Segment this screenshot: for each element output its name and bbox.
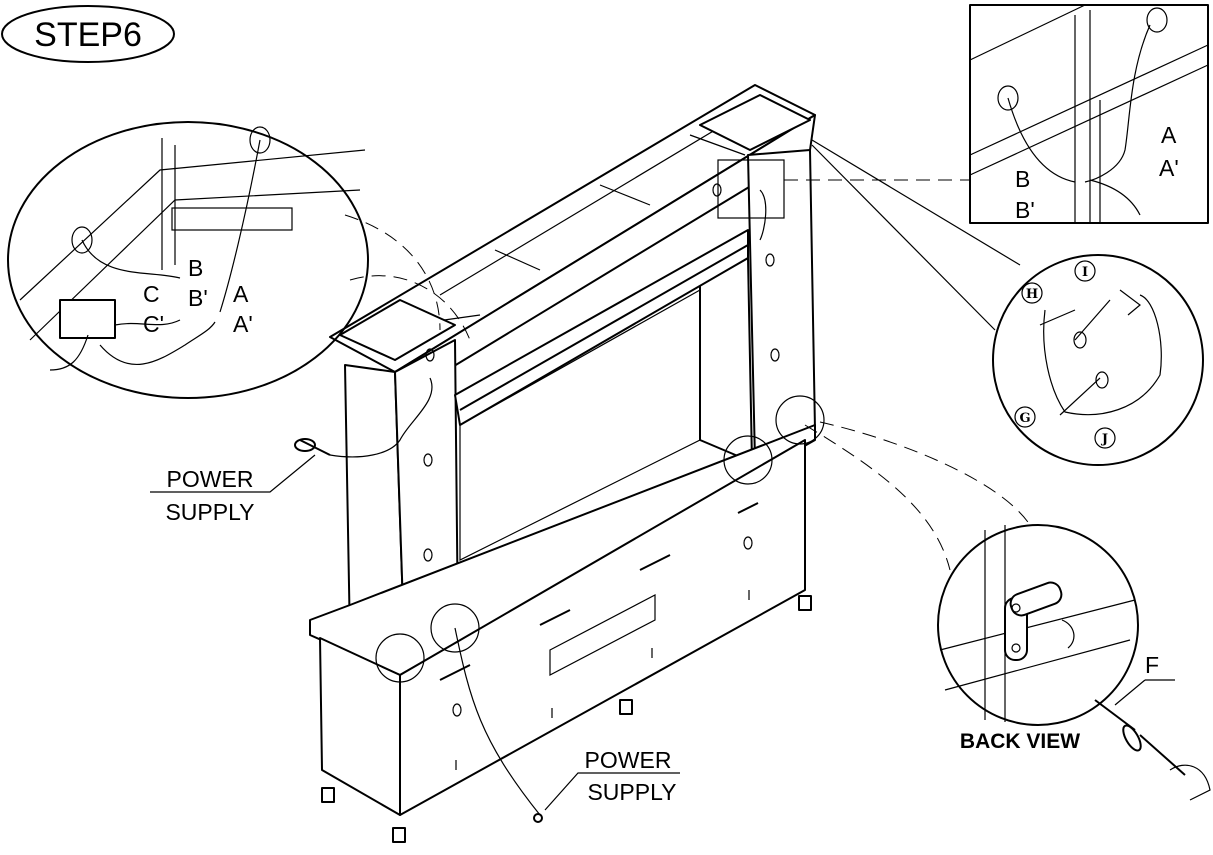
power-supply-bottom-line1: POWER	[585, 747, 672, 773]
power-supply-left-line1: POWER	[167, 466, 254, 492]
hardware-label-j: J	[1101, 432, 1108, 447]
inset-label-b: B	[1015, 166, 1030, 192]
connector-label-c: C	[143, 281, 160, 307]
power-supply-bottom-line2: SUPPLY	[587, 779, 676, 805]
hardware-detail-circle: H I G J	[811, 139, 1204, 466]
inset-label-a: A	[1161, 122, 1177, 148]
back-view-detail-circle: F BACK VIEW	[804, 421, 1211, 801]
connector-label-a-prime: A'	[233, 311, 253, 337]
screw-label-f: F	[1145, 652, 1159, 678]
hardware-label-i: I	[1082, 265, 1088, 280]
connector-label-a: A	[233, 281, 249, 307]
power-supply-left-line2: SUPPLY	[165, 499, 254, 525]
inset-label-b-prime: B'	[1015, 197, 1035, 223]
connector-inset-box: A A' B B'	[784, 4, 1209, 224]
step-label: STEP6	[34, 16, 142, 54]
power-supply-left-callout: POWER SUPPLY	[150, 438, 331, 525]
power-supply-bottom-callout: POWER SUPPLY	[533, 747, 680, 823]
inset-label-a-prime: A'	[1159, 155, 1179, 181]
connector-label-b-prime: B'	[188, 285, 208, 311]
tv-stand-unit	[309, 84, 825, 843]
connector-label-b: B	[188, 255, 203, 281]
wiring-detail-circle: B B' C C' A A'	[7, 121, 471, 399]
connector-label-c-prime: C'	[143, 311, 164, 337]
step-badge: STEP6	[1, 5, 175, 63]
back-view-label: BACK VIEW	[960, 730, 1080, 753]
hardware-label-h: H	[1026, 287, 1038, 302]
hardware-label-g: G	[1019, 411, 1030, 426]
